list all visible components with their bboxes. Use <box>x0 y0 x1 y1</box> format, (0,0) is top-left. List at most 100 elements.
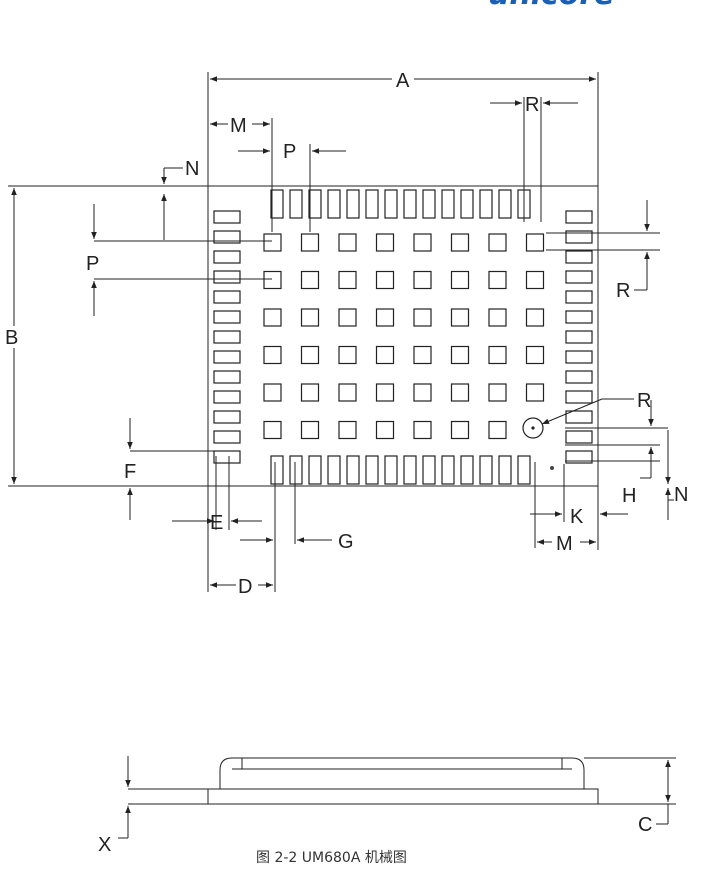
pcb-base <box>207 788 599 805</box>
top-edge-pad <box>308 189 322 219</box>
top-edge-pad <box>327 189 341 219</box>
grid-pad <box>488 345 507 365</box>
right-edge-pad <box>565 350 593 364</box>
grid-pad <box>525 345 545 365</box>
bottom-edge-pad <box>517 455 531 485</box>
dimension-g: G <box>240 462 354 592</box>
grid-pad <box>450 345 470 365</box>
grid-pad <box>488 270 507 290</box>
module-outline <box>207 185 599 487</box>
fiducial-center <box>531 426 535 430</box>
left-edge-pad <box>213 430 241 444</box>
top-edge-pad <box>403 189 417 219</box>
label-m-top: M <box>230 115 247 137</box>
right-edge-pad <box>565 390 593 404</box>
label-c: C <box>638 814 652 836</box>
grid-pad <box>525 308 545 327</box>
right-edge-pad <box>565 370 593 384</box>
right-edge-pad <box>565 330 593 344</box>
left-edge-pad <box>213 450 241 464</box>
grid-pad <box>263 420 282 440</box>
figure-caption: 图 2-2 UM680A 机械图 <box>256 850 407 866</box>
right-edge-pad <box>565 230 593 244</box>
grid-pad <box>488 383 507 402</box>
bottom-edge-pad <box>270 455 284 485</box>
grid-pad <box>263 233 282 252</box>
right-edge-pad <box>565 250 593 264</box>
grid-pad <box>375 233 395 252</box>
pad-array <box>213 189 593 485</box>
grid-pad <box>338 270 357 290</box>
brand-logo: unicore <box>488 0 615 12</box>
grid-pad <box>300 345 320 365</box>
grid-pad <box>300 270 320 290</box>
label-h: H <box>622 485 636 507</box>
dimension-r-top: R <box>490 94 578 222</box>
grid-pad <box>263 383 282 402</box>
grid-pad <box>375 270 395 290</box>
label-e: E <box>210 512 223 534</box>
grid-pad <box>450 420 470 440</box>
grid-pad <box>338 420 357 440</box>
grid-pad <box>450 270 470 290</box>
right-edge-pad <box>565 210 593 224</box>
label-p-left: P <box>86 253 99 275</box>
grid-pad <box>375 420 395 440</box>
top-edge-pad <box>422 189 436 219</box>
dimension-f: F <box>124 418 216 520</box>
grid-pad <box>450 308 470 327</box>
bottom-edge-pad <box>327 455 341 485</box>
top-edge-pad <box>441 189 455 219</box>
right-edge-pad <box>565 430 593 444</box>
left-edge-pad <box>213 410 241 424</box>
dimension-r-right: R <box>546 200 660 302</box>
label-g: G <box>338 531 354 553</box>
grid-pad <box>375 308 395 327</box>
dimension-r-fiducial: R <box>541 390 651 425</box>
grid-pad <box>488 233 507 252</box>
top-edge-pad <box>384 189 398 219</box>
top-edge-pad <box>479 189 493 219</box>
top-edge-pad <box>365 189 379 219</box>
dimension-c: C <box>584 757 676 836</box>
dimension-m-top: M <box>210 115 273 232</box>
label-d: D <box>238 576 252 598</box>
dimension-k: K <box>530 464 628 550</box>
dimension-x: X <box>98 756 208 856</box>
grid-pad <box>525 270 545 290</box>
left-edge-pad <box>213 370 241 384</box>
bottom-edge-pad <box>308 455 322 485</box>
label-k: K <box>570 506 584 528</box>
grid-pad <box>263 270 282 290</box>
bottom-edge-pad <box>498 455 512 485</box>
grid-pad <box>338 308 357 327</box>
grid-pad <box>413 270 432 290</box>
top-edge-pad <box>460 189 474 219</box>
label-n-top: N <box>185 158 199 180</box>
grid-pad <box>413 345 432 365</box>
grid-pad <box>525 233 545 252</box>
label-x: X <box>98 834 111 856</box>
grid-pad <box>413 420 432 440</box>
grid-pad <box>450 233 470 252</box>
top-edge-pad <box>289 189 303 219</box>
grid-pad <box>300 233 320 252</box>
dimension-e: E <box>172 456 262 534</box>
dimension-d: D <box>207 486 273 598</box>
right-edge-pad <box>565 270 593 284</box>
bottom-edge-pad <box>403 455 417 485</box>
left-edge-pad <box>213 390 241 404</box>
shield-can <box>219 757 585 789</box>
label-f: F <box>124 461 136 483</box>
left-edge-pad <box>213 270 241 284</box>
right-edge-pad <box>565 290 593 304</box>
bottom-edge-pad <box>384 455 398 485</box>
grid-pad <box>300 420 320 440</box>
top-edge-pad <box>498 189 512 219</box>
right-edge-pad <box>565 410 593 424</box>
dimension-n-top: N <box>161 158 199 240</box>
dimension-p-left: P <box>86 204 272 316</box>
left-edge-pad <box>213 350 241 364</box>
grid-pad <box>375 345 395 365</box>
